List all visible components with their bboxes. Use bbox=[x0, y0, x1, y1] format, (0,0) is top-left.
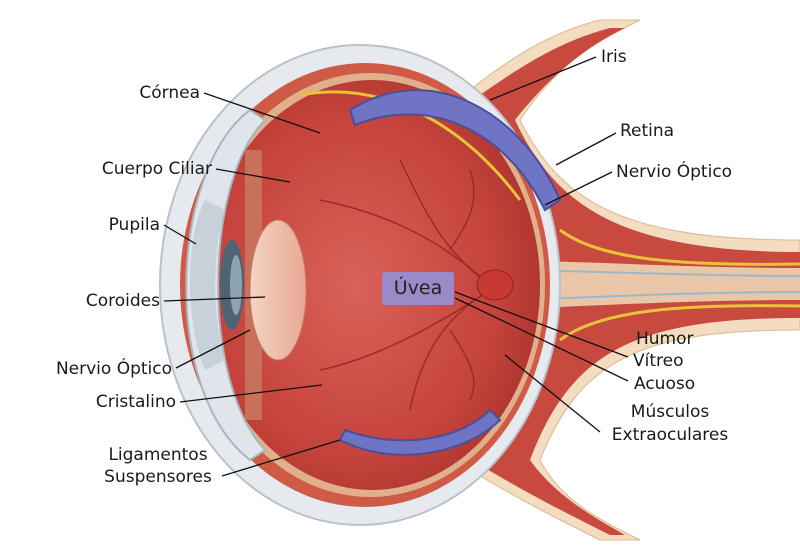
leader-lines bbox=[163, 56, 629, 477]
label-cuerpo-ciliar: Cuerpo Ciliar bbox=[101, 159, 212, 179]
label-cristalino: Cristalino bbox=[95, 392, 176, 412]
label-cornea: Córnea bbox=[139, 83, 200, 103]
label-retina: Retina bbox=[620, 121, 675, 141]
muscle-bottom bbox=[338, 408, 502, 456]
label-nervio-optico-left: Nervio Óptico bbox=[55, 359, 172, 379]
label-coroides: Coroides bbox=[85, 291, 160, 311]
optic-nerve bbox=[469, 19, 800, 541]
label-humor: Humor bbox=[636, 329, 694, 349]
label-nervio-optico-right: Nervio Óptico bbox=[616, 162, 733, 182]
cornea bbox=[185, 108, 267, 462]
uvea-label: Úvea bbox=[382, 272, 454, 305]
label-iris: Iris bbox=[601, 47, 627, 67]
label-ligamentos: Ligamentos bbox=[108, 445, 208, 465]
label-acuoso: Acuoso bbox=[634, 374, 696, 394]
label-suspensores: Suspensores bbox=[104, 467, 212, 487]
lens bbox=[249, 219, 307, 361]
muscle-top bbox=[348, 89, 562, 212]
label-extraoculares: Extraoculares bbox=[611, 425, 729, 445]
label-pupila: Pupila bbox=[108, 215, 160, 235]
vitreous-body bbox=[204, 80, 540, 490]
optic-disc bbox=[476, 269, 514, 301]
label-musculos: Músculos bbox=[630, 402, 710, 422]
label-vitreo: Vítreo bbox=[633, 351, 684, 371]
